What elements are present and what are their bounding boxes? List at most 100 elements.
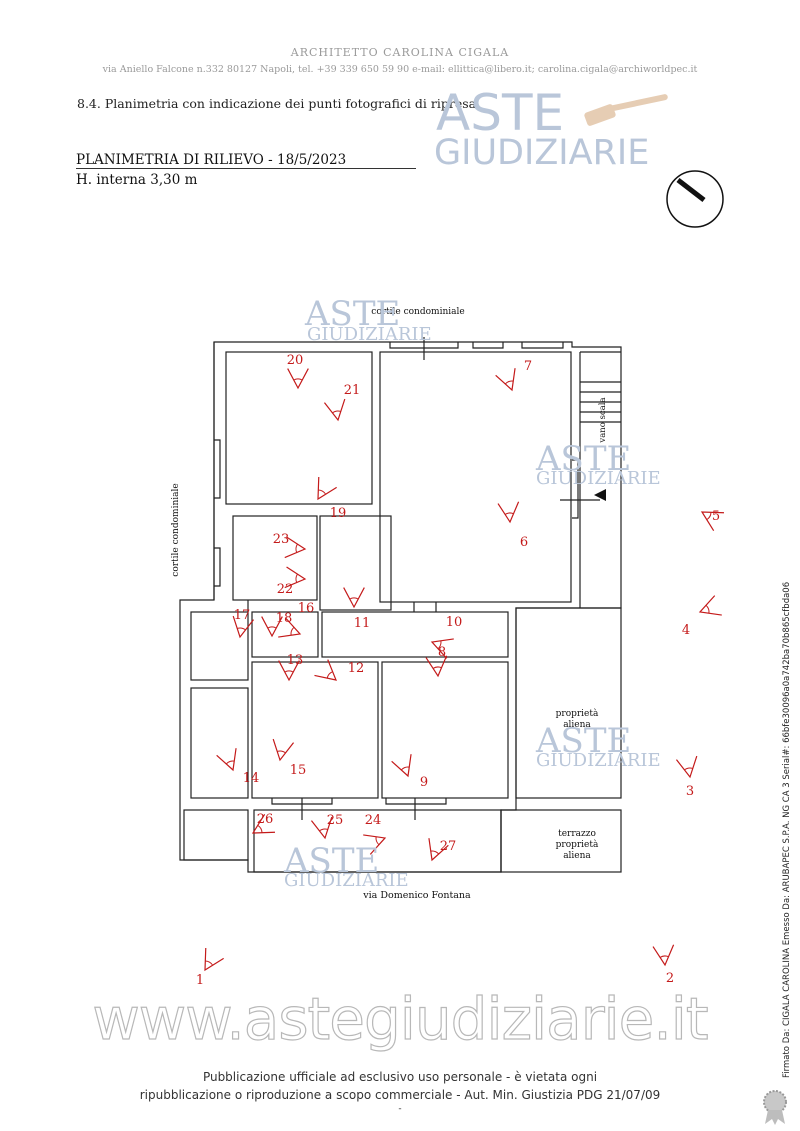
view-cone-icon [363, 834, 387, 855]
view-arc [684, 767, 693, 771]
photo-point-19: 19 [317, 476, 347, 521]
view-cone-icon [278, 660, 300, 682]
photo-point-25: 25 [310, 813, 344, 840]
view-arc [659, 955, 669, 958]
photo-point-5: 5 [700, 509, 725, 531]
view-arc [332, 410, 341, 414]
photo-point-24: 24 [363, 813, 387, 855]
view-arc [267, 626, 277, 629]
digital-signature: Firmato Da: CIGALA CAROLINA Emesso Da: A… [782, 581, 792, 1078]
view-arc [706, 512, 712, 521]
view-arc [319, 828, 328, 832]
photo-point-20: 20 [287, 353, 309, 390]
view-cone-icon [675, 755, 698, 779]
photo-point-label: 5 [712, 509, 720, 524]
view-cone-icon [323, 398, 346, 422]
view-cone-icon [272, 738, 295, 762]
view-cone-icon [232, 615, 255, 639]
photo-point-4: 4 [682, 595, 722, 638]
watermark-logo: ASTE GIUDIZIARIE [432, 88, 672, 178]
photo-point-label: 20 [287, 353, 304, 368]
photo-point-label: 23 [273, 532, 290, 547]
view-cone-icon [287, 368, 309, 390]
footer-line-1: Pubblicazione ufficiale ad esclusivo uso… [202, 1070, 598, 1084]
footer-line-2: ripubblicazione o riproduzione a scopo c… [139, 1088, 661, 1102]
photo-point-label: 16 [298, 601, 315, 616]
view-arc [349, 597, 359, 600]
photo-point-label: 15 [290, 763, 307, 778]
view-arc [295, 543, 298, 553]
view-arc [375, 836, 380, 846]
photo-point-7: 7 [495, 359, 532, 392]
watermark-logo-line2: GIUDIZIARIE [434, 133, 650, 173]
photo-point-11: 11 [343, 587, 370, 631]
label-terrazzo-3: aliena [563, 851, 591, 861]
view-arc [326, 671, 333, 679]
svg-text:ASTE: ASTE [535, 721, 631, 761]
gavel-icon [584, 94, 668, 126]
view-cone-icon [497, 501, 520, 524]
svg-text:ASTE: ASTE [535, 439, 631, 479]
view-arc [400, 766, 410, 771]
watermark-website: www.astegiudiziarie.it [92, 984, 709, 1053]
photo-point-label: 27 [440, 839, 457, 854]
view-arc [430, 850, 440, 855]
seal-icon [763, 1090, 787, 1125]
view-arc [295, 573, 298, 583]
label-proprieta-1: proprietà [556, 708, 599, 719]
svg-text:ASTE: ASTE [283, 841, 379, 881]
label-vano-scala: vano scala [598, 397, 608, 443]
label-street: via Domenico Fontana [362, 890, 471, 901]
photo-point-14: 14 [216, 748, 259, 786]
view-cone-icon [343, 587, 365, 609]
photo-point-label: 17 [234, 608, 251, 623]
architect-name: ARCHITETTO CAROLINA CIGALA [290, 46, 510, 59]
photo-point-label: 18 [276, 611, 293, 626]
view-arc [705, 604, 710, 614]
view-cone-icon [284, 566, 307, 589]
plan-walls [179, 337, 622, 873]
photo-point-15: 15 [272, 738, 307, 778]
view-cone-icon [278, 617, 302, 638]
view-cone-icon [430, 638, 454, 659]
svg-text:GIUDIZIARIE: GIUDIZIARIE [536, 750, 661, 771]
label-cortile-left: cortile condominiale [171, 483, 181, 576]
view-cone-icon [216, 748, 237, 772]
photo-point-label: 19 [330, 506, 347, 521]
photo-point-label: 25 [327, 813, 344, 828]
label-terrazzo-2: proprietà [556, 839, 599, 850]
photo-point-12: 12 [314, 659, 365, 681]
view-arc [504, 512, 514, 515]
photo-point-21: 21 [323, 383, 361, 422]
photo-point-23: 23 [273, 532, 307, 559]
view-cone-icon [652, 944, 675, 967]
view-cone-icon [391, 754, 412, 778]
view-cone-icon [310, 816, 333, 840]
view-arc [293, 378, 303, 381]
photo-point-27: 27 [428, 838, 457, 862]
view-cone-icon [204, 947, 224, 972]
architect-address: via Aniello Falcone n.332 80127 Napoli, … [102, 64, 698, 75]
photo-point-label: 9 [420, 775, 428, 790]
view-cone-icon [700, 511, 725, 531]
north-arrow-icon [666, 170, 724, 228]
photo-point-17: 17 [232, 608, 255, 639]
label-proprieta-2: aliena [563, 720, 591, 730]
view-cone-icon [317, 476, 337, 501]
svg-text:ASTE: ASTE [304, 294, 400, 334]
section-title: 8.4. Planimetria con indicazione dei pun… [77, 96, 477, 111]
view-cone-icon [428, 838, 449, 862]
view-arc [284, 670, 294, 673]
photo-point-16: 16 [278, 601, 315, 638]
view-cone-icon [495, 368, 516, 392]
photo-point-label: 21 [344, 383, 361, 398]
view-arc [318, 489, 327, 495]
svg-text:GIUDIZIARIE: GIUDIZIARIE [536, 468, 661, 489]
view-arc [432, 666, 442, 669]
photo-point-label: 7 [524, 359, 532, 374]
plan-title: PLANIMETRIA DI RILIEVO - 18/5/2023 [76, 152, 417, 169]
view-arc [437, 640, 442, 650]
photo-point-label: 12 [348, 661, 365, 676]
photo-point-label: 3 [686, 784, 694, 799]
footer-page: - [398, 1104, 402, 1114]
